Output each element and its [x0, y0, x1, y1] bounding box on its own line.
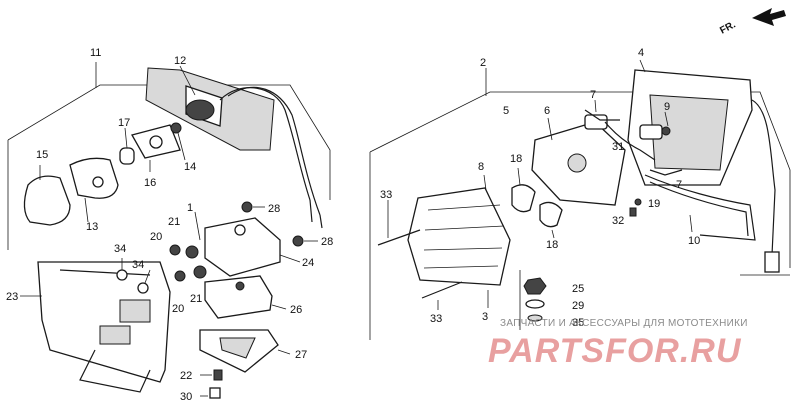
washer-35: [527, 314, 543, 322]
license-bracket-23: [20, 261, 171, 393]
label-33a: 33: [380, 189, 392, 201]
part-labels: 11 12 17 14 16 15 13 1 28 28 21 20 34 34…: [6, 19, 738, 403]
bulb-17: [119, 127, 135, 165]
label-6: 6: [544, 105, 550, 117]
label-32: 32: [612, 215, 624, 227]
mount-24: [204, 217, 301, 277]
label-7b: 7: [676, 179, 682, 191]
grommet-21a: [185, 245, 199, 259]
label-24: 24: [302, 257, 314, 269]
label-23: 23: [6, 291, 18, 303]
label-7a: 7: [590, 89, 596, 101]
label-5: 5: [503, 105, 509, 117]
watermark: ЗАПЧАСТИ И АКСЕССУАРЫ ДЛЯ МОТОТЕХНИКИ PA…: [488, 318, 748, 370]
harness-10: [644, 174, 756, 241]
housing-13: [69, 157, 119, 223]
label-33b: 33: [430, 313, 442, 325]
label-17: 17: [118, 117, 130, 129]
housing-4: [627, 59, 780, 273]
nut-28b: [292, 235, 318, 247]
lens-27: [199, 329, 291, 373]
bulb-18b: [539, 201, 563, 239]
label-18b: 18: [546, 239, 558, 251]
watermark-brand: PARTSFOR.RU: [488, 332, 742, 370]
group-2-outline: [369, 68, 791, 340]
wire-31: [604, 121, 656, 161]
label-30: 30: [180, 391, 192, 403]
screw-32: [629, 207, 637, 217]
label-20a: 20: [150, 231, 162, 243]
reflector-12: [145, 65, 323, 229]
bulb-18a: [511, 167, 536, 213]
grommet-21b: [193, 265, 207, 279]
label-31: 31: [612, 141, 624, 153]
lens-15: [23, 165, 71, 226]
group-11-outline: [7, 62, 331, 250]
label-21a: 21: [168, 216, 180, 228]
screw-30: [200, 387, 221, 399]
lens-8: [407, 174, 511, 286]
label-11: 11: [90, 47, 101, 59]
label-14: 14: [184, 161, 196, 173]
label-28b: 28: [321, 236, 333, 248]
washer-29: [525, 299, 545, 309]
watermark-caption: ЗАПЧАСТИ И АКСЕССУАРЫ ДЛЯ МОТОТЕХНИКИ: [500, 318, 748, 329]
label-19: 19: [648, 198, 660, 210]
label-28a: 28: [268, 203, 280, 215]
label-9: 9: [664, 101, 670, 113]
front-direction-label: FR.: [718, 19, 738, 36]
lens-6: [531, 117, 626, 206]
label-4: 4: [638, 47, 644, 59]
label-8: 8: [478, 161, 484, 173]
label-13: 13: [86, 221, 98, 233]
label-2: 2: [480, 57, 486, 69]
bolt-34a: [116, 258, 128, 281]
bolt-34b: [137, 269, 151, 294]
label-21b: 21: [190, 293, 202, 305]
label-18a: 18: [510, 153, 522, 165]
label-10: 10: [688, 235, 700, 247]
label-34b: 34: [132, 259, 144, 271]
clip-7a: [584, 99, 620, 121]
clip-7b: [649, 169, 683, 176]
grommet-20b: [174, 270, 186, 282]
bracket-26: [204, 275, 287, 319]
label-34a: 34: [114, 243, 126, 255]
socket-9: [584, 111, 671, 140]
nut-28a: [241, 201, 265, 213]
label-35: 35: [572, 317, 584, 329]
label-15: 15: [36, 149, 48, 161]
nut-25: [523, 277, 547, 295]
screw-14: [170, 122, 186, 161]
label-27: 27: [295, 349, 307, 361]
grommet-20a: [169, 244, 181, 256]
label-12: 12: [174, 55, 186, 67]
screw-33b: [421, 281, 463, 310]
screw-33a: [377, 200, 421, 246]
label-1: 1: [187, 202, 193, 214]
label-25: 25: [572, 283, 584, 295]
label-20b: 20: [172, 303, 184, 315]
label-3: 3: [482, 311, 488, 323]
label-29: 29: [572, 300, 584, 312]
label-22: 22: [180, 370, 192, 382]
screw-19: [634, 198, 642, 206]
screw-22: [200, 369, 223, 381]
front-direction-arrow-icon: [752, 8, 786, 26]
gasket-16: [131, 124, 181, 172]
label-26: 26: [290, 304, 302, 316]
leader-1: [194, 211, 201, 241]
label-16: 16: [144, 177, 156, 189]
